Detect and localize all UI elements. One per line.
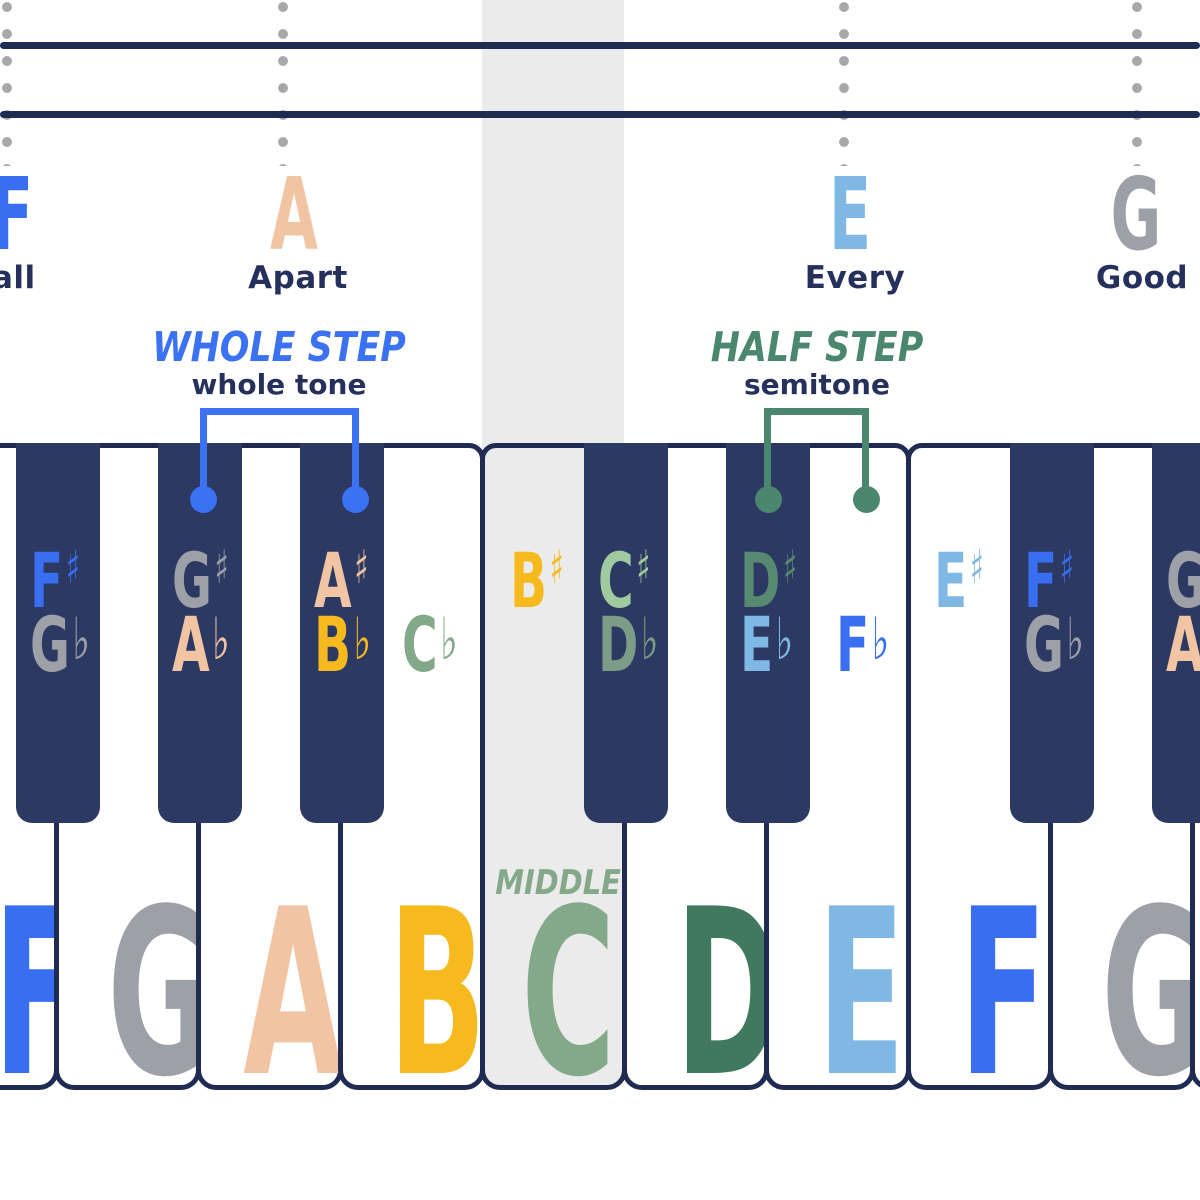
staff-line [0,42,1200,49]
whole-step-subtitle: whole tone [191,368,367,401]
dotted-guide-line [1132,2,1142,166]
sharp-icon: ♯ [782,540,798,594]
whole-step-bracket-leg [200,408,207,500]
sharp-icon: ♯ [65,540,81,594]
mnemonic-letter-e: E [828,156,872,273]
flat-name: A♭ [1166,600,1200,689]
sharp-icon: ♯ [214,540,229,594]
whole-step-bracket [200,408,359,415]
key-letter: G [107,861,213,1128]
whole-step-bracket-leg [352,408,359,500]
half-step-bracket-leg [764,408,771,500]
flat-icon: ♭ [440,605,458,673]
flat-icon: ♭ [775,605,794,673]
enharmonic-b-sharp: B♯ [510,536,564,625]
sharp-name: F♯ [30,536,81,625]
sharp-name: D♯ [740,536,798,625]
mnemonic-word-every: Every [804,260,906,296]
half-step-dot [755,486,782,513]
half-step-bracket [764,408,869,415]
key-letter: F [959,861,1048,1128]
flat-icon: ♭ [640,605,659,673]
enharmonic-f-flat: F♭ [836,600,890,689]
flat-name: E♭ [740,600,794,689]
half-step-title: HALF STEP [710,323,924,371]
sharp-name: C♯ [598,536,651,625]
sharp-icon: ♯ [969,540,985,594]
flat-icon: ♭ [1066,605,1084,673]
flat-name: B♭ [314,600,372,689]
dotted-guide-line [278,2,288,166]
mnemonic-word-good: Good [1095,260,1189,296]
sharp-icon: ♯ [636,540,651,594]
flat-name: D♭ [598,600,659,689]
sharp-icon: ♯ [549,540,564,594]
mnemonic-word-fall: all [0,260,36,296]
sharp-name: G♯ [172,536,229,625]
whole-step-title: WHOLE STEP [152,323,406,371]
sharp-icon: ♯ [1059,540,1075,594]
black-key-a-sharp: A♯ B♭ [300,443,384,823]
black-key-g-sharp-2: G♯ A♭ [1152,443,1200,823]
staff-line [0,111,1200,118]
half-step-subtitle: semitone [744,368,890,401]
black-key-c-sharp: C♯ D♭ [584,443,668,823]
sharp-icon: ♯ [354,540,369,594]
flat-name: G♭ [30,600,90,689]
key-letter: G [1101,861,1200,1128]
sharp-name: G♯ [1166,543,1200,619]
flat-name: A♭ [172,600,230,689]
half-step-dot [853,486,880,513]
black-key-f-sharp-2: F♯ G♭ [1010,443,1094,823]
sharp-name: A♯ [314,536,369,625]
flat-icon: ♭ [72,605,90,673]
key-letter: C [521,861,616,1128]
key-letter: D [675,861,783,1128]
whole-step-dot [342,486,369,513]
flat-icon: ♭ [871,605,890,673]
dotted-guide-line [839,2,849,166]
half-step-bracket-leg [862,408,869,500]
key-letter: E [817,861,906,1128]
flat-name: G♭ [1024,600,1084,689]
enharmonic-e-sharp: E♯ [934,536,985,625]
dotted-guide-line [2,2,12,166]
sharp-name: F♯ [1024,536,1075,625]
mnemonic-letter-g: G [1110,156,1162,273]
whole-step-dot [190,486,217,513]
mnemonic-word-apart: Apart [248,260,348,296]
middle-label: MIDDLE [495,863,621,903]
mnemonic-letter-f: F [0,165,59,265]
middle-c-highlight-band [482,0,624,448]
enharmonic-c-flat: C♭ [402,600,458,689]
key-letter: A [243,861,343,1128]
mnemonic-letter-a: A [270,156,318,273]
key-letter: B [388,861,487,1128]
black-key-f-sharp: F♯ G♭ [16,443,100,823]
flat-icon: ♭ [353,605,372,673]
flat-icon: ♭ [212,605,230,673]
